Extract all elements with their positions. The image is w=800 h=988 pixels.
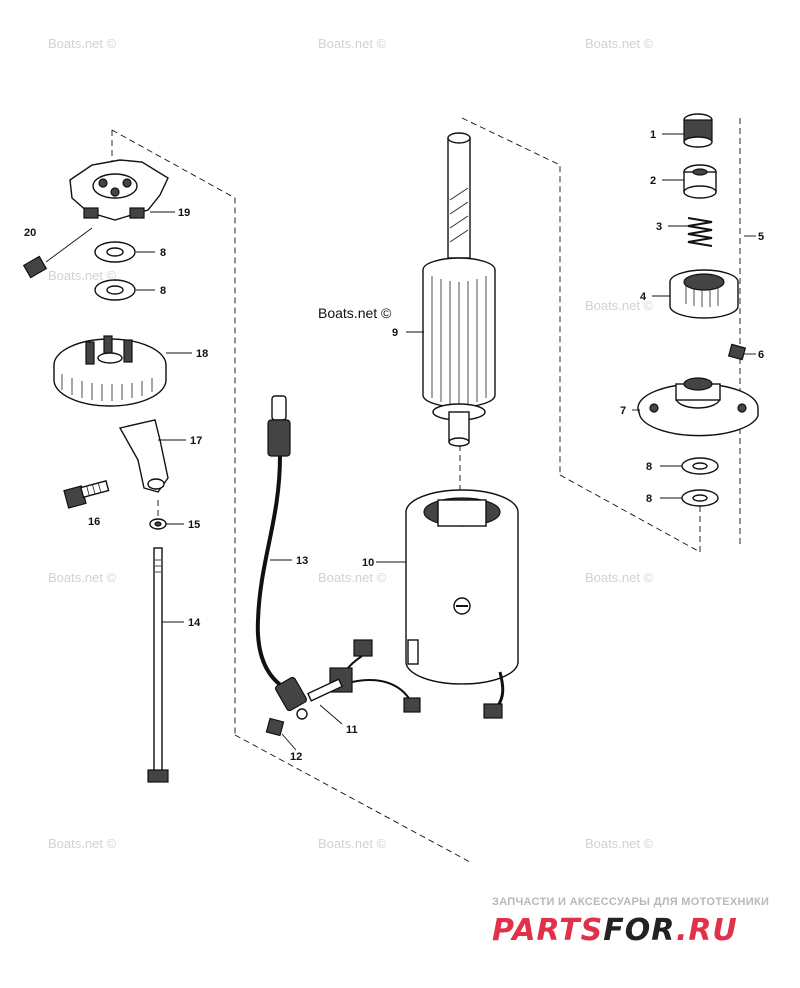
watermark: Boats.net © [585,36,654,51]
watermark: Boats.net © [48,836,117,851]
branding-logo: PARTSFOR.RU [492,913,738,948]
callout-8: 8 [646,493,652,505]
spacer-2 [683,164,717,199]
armature-9 [422,132,496,447]
logo-word-3: .RU [676,913,738,948]
partsfor-branding: ЗАПЧАСТИ И АКСЕССУАРЫ ДЛЯ МОТОТЕХНИКИ PA… [492,896,769,948]
watermark: Boats.net © [318,36,387,51]
assembly-outlines [111,117,741,863]
watermark: Boats.net © [48,570,117,585]
callout-10: 10 [362,557,374,569]
through-bolt-14 [147,547,169,783]
callout-1: 1 [650,129,656,141]
lead-wire-13 [255,395,308,720]
bracket-17 [118,419,169,493]
callout-19: 19 [178,207,190,219]
callout-14: 14 [188,617,201,629]
logo-word-1: PARTS [492,913,603,948]
watermark: Boats.net © [48,36,117,51]
watermark: Boats.net © [48,268,117,283]
callout-20: 20 [24,227,36,239]
watermark: Boats.net © [585,836,654,851]
leader-lines [136,133,756,751]
callout-6: 6 [758,349,764,361]
watermark: Boats.net © [585,570,654,585]
pinion-gear-4 [669,269,739,319]
watermark-center: Boats.net © [318,305,392,321]
nut-1 [683,113,713,148]
field-frame-10 [405,489,519,719]
callout-8: 8 [160,247,166,259]
callout-16: 16 [88,516,100,528]
callout-8: 8 [646,461,652,473]
brush-plate-19 [69,159,169,221]
washer-8-right-top [681,457,719,475]
callout-2: 2 [650,175,656,187]
callout-3: 3 [656,221,662,233]
callout-13: 13 [296,555,308,567]
washer-8-left-bottom [94,279,136,301]
drive-head-7 [637,377,759,437]
callout-11: 11 [346,724,358,736]
washer-8-left-top [94,241,136,263]
callout-18: 18 [196,348,208,360]
callout-4: 4 [640,291,647,303]
washer-8-right-bottom [681,489,719,507]
bolt-16 [63,479,110,509]
callout-7: 7 [620,405,626,417]
callouts: 20 19 8 8 18 17 16 15 14 13 12 11 10 9 1… [24,129,764,763]
callout-9: 9 [392,327,398,339]
callout-15: 15 [188,519,200,531]
watermark: Boats.net © [585,298,654,313]
watermark: Boats.net © [318,570,387,585]
callout-17: 17 [190,435,202,447]
end-cap-18 [53,335,167,407]
callout-8: 8 [160,285,166,297]
watermark: Boats.net © [318,836,387,851]
nut-15 [149,518,167,530]
branding-tagline: ЗАПЧАСТИ И АКСЕССУАРЫ ДЛЯ МОТОТЕХНИКИ [492,896,769,908]
brush-assembly-11 [306,639,421,713]
spring-3 [687,217,713,247]
nut-6 [727,343,747,361]
watermarks: Boats.net © Boats.net © Boats.net © Boat… [48,36,654,851]
nut-12 [265,717,285,737]
logo-word-2: FOR [603,913,676,948]
callout-5: 5 [758,231,764,243]
screw-20 [22,227,93,279]
callout-12: 12 [290,751,302,763]
